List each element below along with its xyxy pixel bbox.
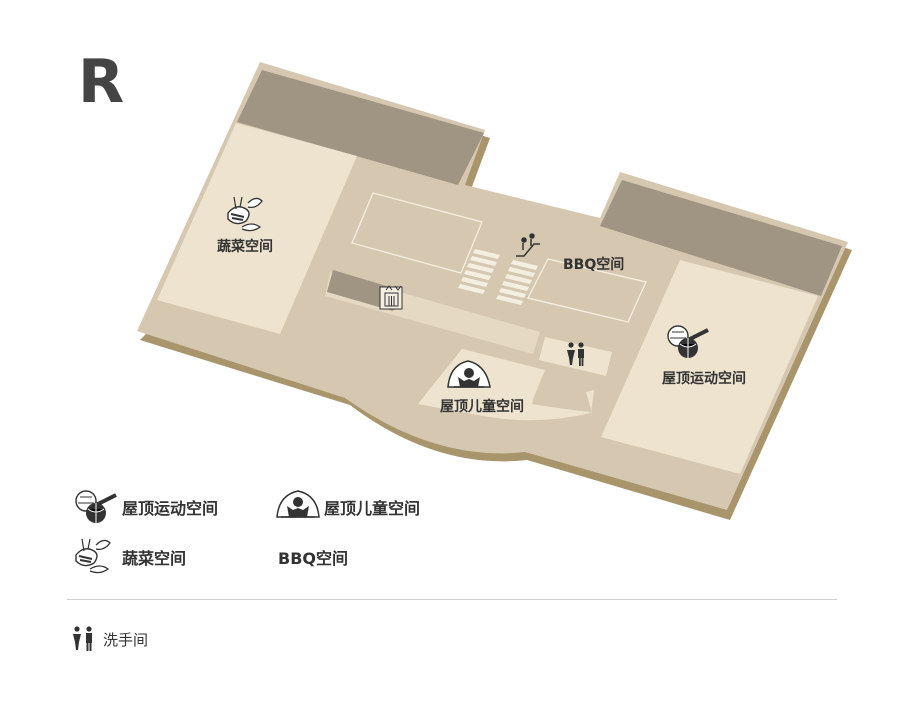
vegetable-icon <box>227 196 263 232</box>
sports-zone <box>601 260 818 474</box>
map-label-sports: 屋顶运动空间 <box>662 370 746 387</box>
legend-vegetable-label: 蔬菜空间 <box>122 549 187 568</box>
legend-bbq-label: BBQ空间 <box>278 549 348 568</box>
vegetable-icon <box>75 538 111 574</box>
kids-space-icon <box>447 360 491 388</box>
map-label-bbq: BBQ空间 <box>563 256 624 273</box>
legend-vegetable: 蔬菜空间 <box>70 537 186 577</box>
elevator-icon <box>379 285 403 310</box>
restroom-icon <box>73 626 92 651</box>
sports-balls-icon <box>667 325 709 358</box>
map-label-vegetable: 蔬菜空间 <box>217 238 273 255</box>
map-label-kids: 屋顶儿童空间 <box>440 398 524 415</box>
restroom-icon <box>567 342 584 366</box>
legend-sports-label: 屋顶运动空间 <box>122 499 219 518</box>
legend-restroom: 洗手间 <box>71 626 148 652</box>
floor-indicator: R <box>78 47 125 117</box>
planter-top-left <box>237 70 484 185</box>
planter-top-right <box>600 180 842 296</box>
stairs-right <box>496 260 538 305</box>
legend-divider <box>67 599 837 600</box>
bbq-zone-outline <box>527 258 647 323</box>
sports-balls-icon <box>75 490 117 523</box>
legend-sports: 屋顶运动空间 <box>74 487 218 527</box>
legend-bbq: BBQ空间 <box>278 545 348 569</box>
restroom-area <box>539 337 612 376</box>
legend-restroom-label: 洗手间 <box>103 630 149 649</box>
hall-outline-left <box>351 192 483 274</box>
legend-kids: 屋顶儿童空间 <box>276 487 420 527</box>
escalator-icon <box>516 233 540 257</box>
legend-kids-label: 屋顶儿童空间 <box>324 499 421 518</box>
stairs-left <box>458 249 500 294</box>
kids-space-icon <box>276 490 320 518</box>
